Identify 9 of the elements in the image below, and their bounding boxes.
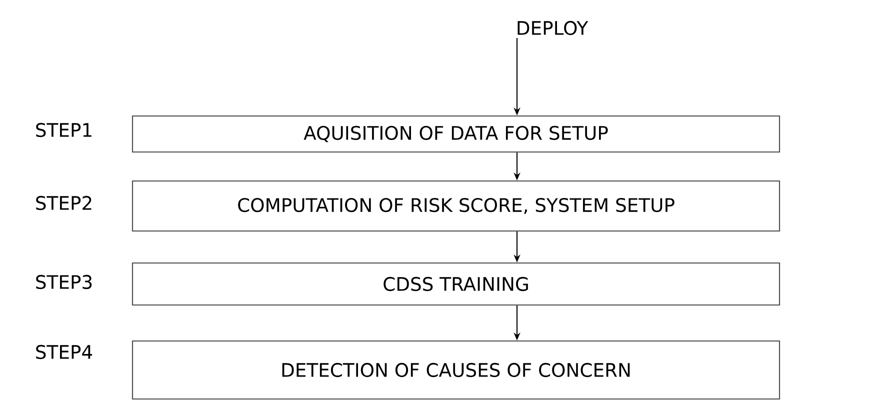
process-box: CDSS TRAINING — [132, 262, 780, 306]
process-box: COMPUTATION OF RISK SCORE, SYSTEM SETUP — [132, 180, 780, 232]
start-label: DEPLOY — [518, 20, 588, 36]
process-box: DETECTION OF CAUSES OF CONCERN — [132, 340, 780, 400]
process-box: AQUISITION OF DATA FOR SETUP — [132, 115, 780, 153]
step-label: STEP3 — [36, 274, 92, 290]
step-label: STEP2 — [36, 196, 92, 210]
step-label: STEP1 — [36, 122, 92, 138]
step-label: STEP4 — [36, 344, 92, 360]
